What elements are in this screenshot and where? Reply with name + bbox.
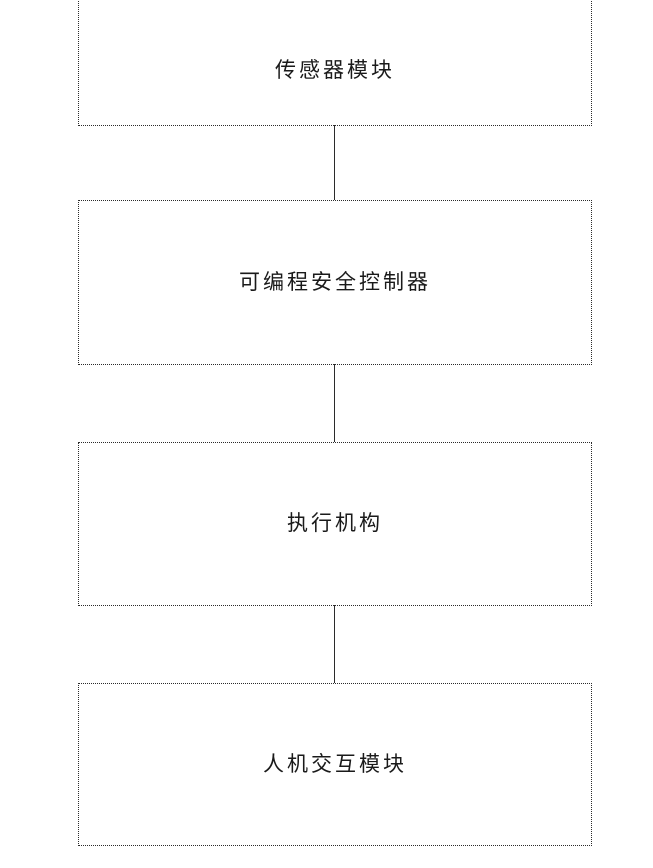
diagram-node-sensor[interactable]: 传感器模块: [78, 0, 592, 126]
diagram-node-sensor-label: 传感器模块: [275, 58, 395, 83]
diagram-node-actuator[interactable]: 执行机构: [78, 442, 592, 606]
diagram-node-actuator-label: 执行机构: [287, 511, 383, 536]
connector-actuator-to-hmi: [334, 605, 335, 684]
diagram-node-controller-label: 可编程安全控制器: [239, 269, 431, 294]
diagram-node-controller[interactable]: 可编程安全控制器: [78, 200, 592, 365]
diagram-node-hmi-label: 人机交互模块: [263, 751, 407, 776]
connector-controller-to-actuator: [334, 364, 335, 443]
diagram-node-hmi[interactable]: 人机交互模块: [78, 683, 592, 846]
connector-sensor-to-controller: [334, 125, 335, 201]
